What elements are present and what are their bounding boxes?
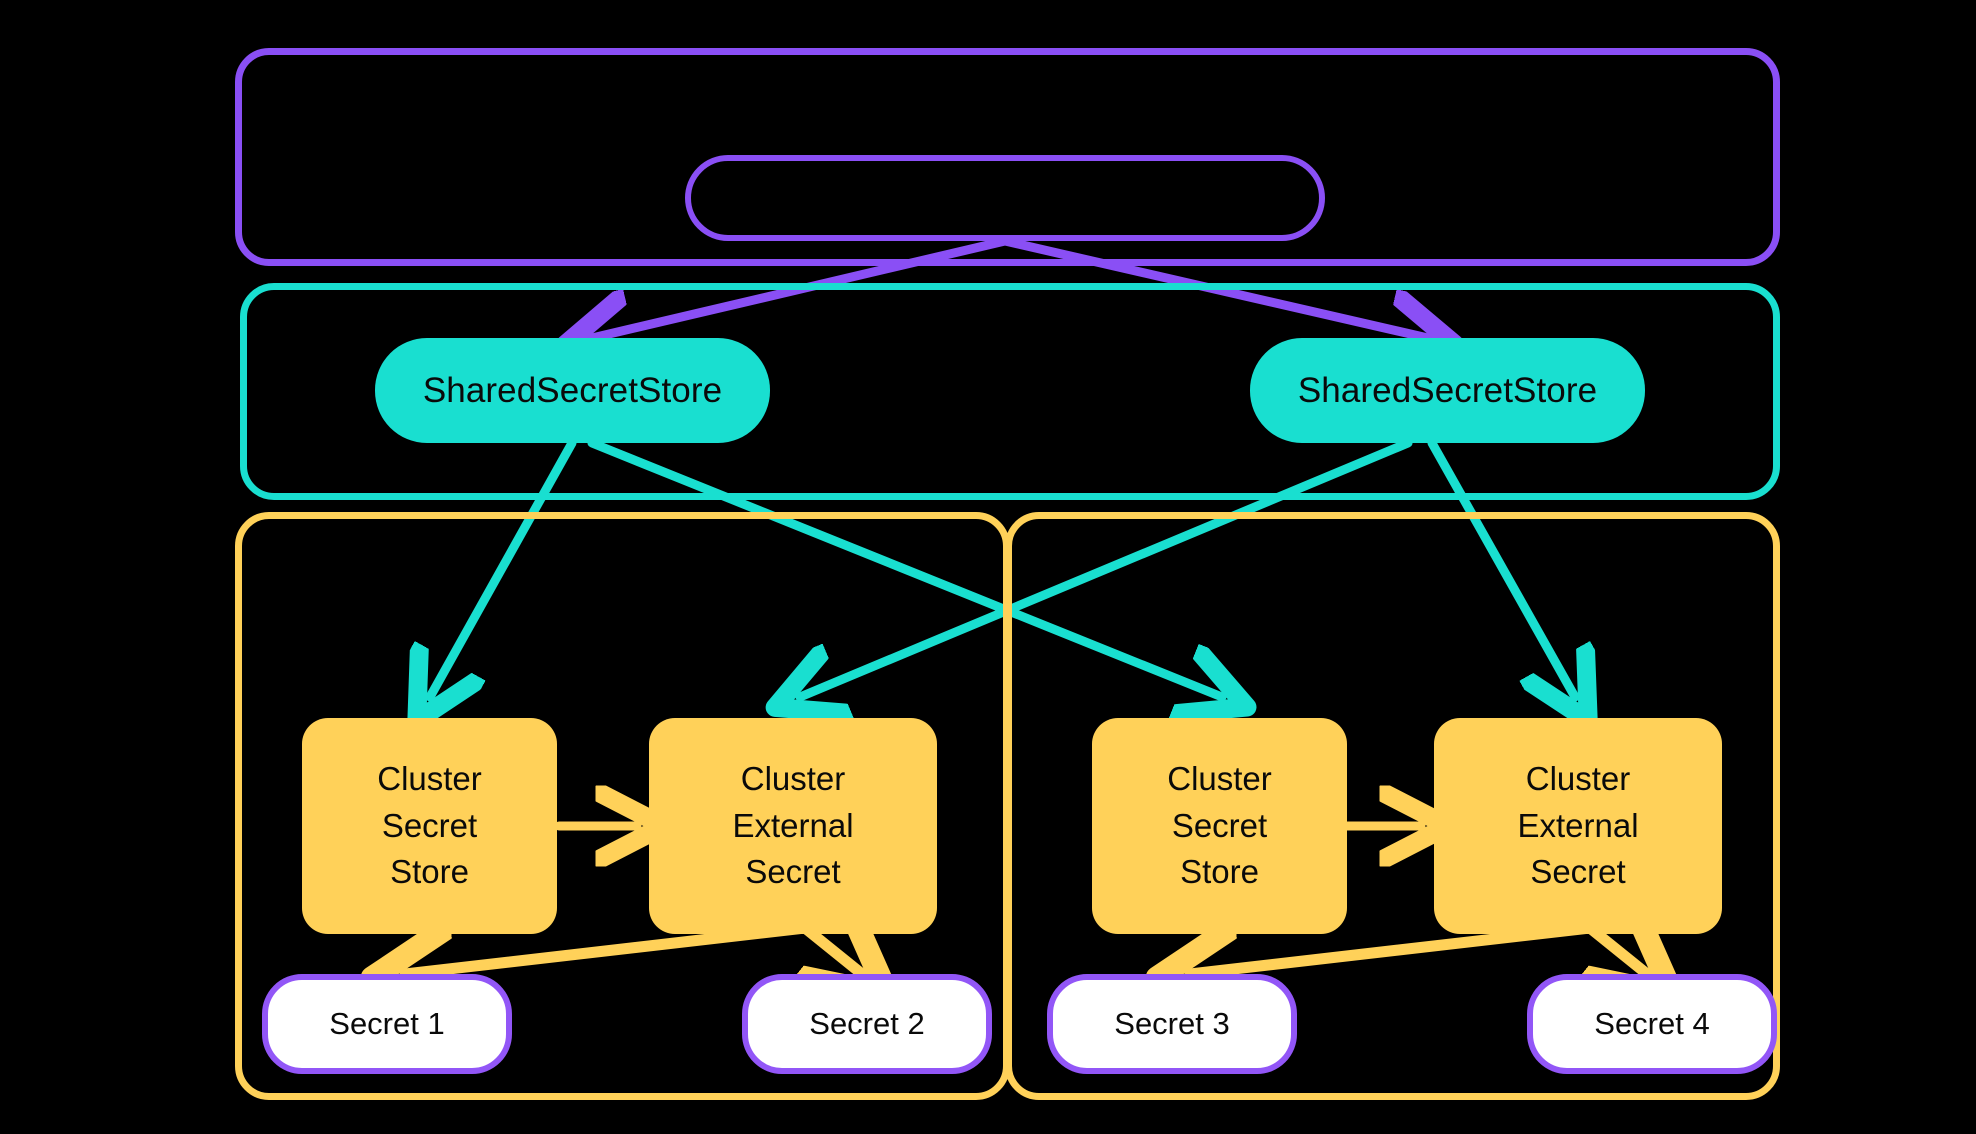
node-root-store[interactable] [685,155,1325,241]
node-secret-3[interactable]: Secret 3 [1047,974,1297,1074]
label-line-1: Cluster [1525,759,1631,797]
label-line-2: External [1517,806,1639,844]
label-line-1: Cluster [1167,759,1272,797]
node-cluster-external-secret-left[interactable]: Cluster External Secret [649,718,937,934]
node-shared-secret-store-left[interactable]: SharedSecretStore [375,338,770,443]
node-cluster-secret-store-left-label: Cluster Secret Store [377,756,482,897]
node-secret-4-label: Secret 4 [1594,1006,1710,1041]
node-secret-1-label: Secret 1 [329,1006,445,1041]
label-line-2: External [732,806,854,844]
node-cluster-secret-store-right-label: Cluster Secret Store [1167,756,1272,897]
node-cluster-external-secret-right[interactable]: Cluster External Secret [1434,718,1722,934]
node-secret-2-label: Secret 2 [809,1006,925,1041]
node-secret-4[interactable]: Secret 4 [1527,974,1777,1074]
node-secret-1[interactable]: Secret 1 [262,974,512,1074]
container-shared-store-scope [240,283,1780,500]
label-line-1: Cluster [377,759,482,797]
label-line-2: Secret [1171,806,1268,844]
node-shared-secret-store-right-label: SharedSecretStore [1297,370,1598,410]
label-line-3: Secret [1530,853,1626,891]
label-line-1: Cluster [740,759,846,797]
node-cluster-secret-store-left[interactable]: Cluster Secret Store [302,718,557,934]
label-line-3: Store [1180,853,1259,891]
label-line-3: Store [390,853,469,891]
container-management-cluster [235,48,1780,266]
label-line-3: Secret [745,853,841,891]
node-secret-3-label: Secret 3 [1114,1006,1230,1041]
node-cluster-external-secret-right-label: Cluster External Secret [1517,756,1638,897]
node-secret-2[interactable]: Secret 2 [742,974,992,1074]
label-line-2: Secret [381,806,478,844]
node-shared-secret-store-right[interactable]: SharedSecretStore [1250,338,1645,443]
node-shared-secret-store-left-label: SharedSecretStore [422,370,723,410]
node-cluster-external-secret-left-label: Cluster External Secret [732,756,853,897]
node-cluster-secret-store-right[interactable]: Cluster Secret Store [1092,718,1347,934]
container-cluster-right [1005,512,1780,1100]
